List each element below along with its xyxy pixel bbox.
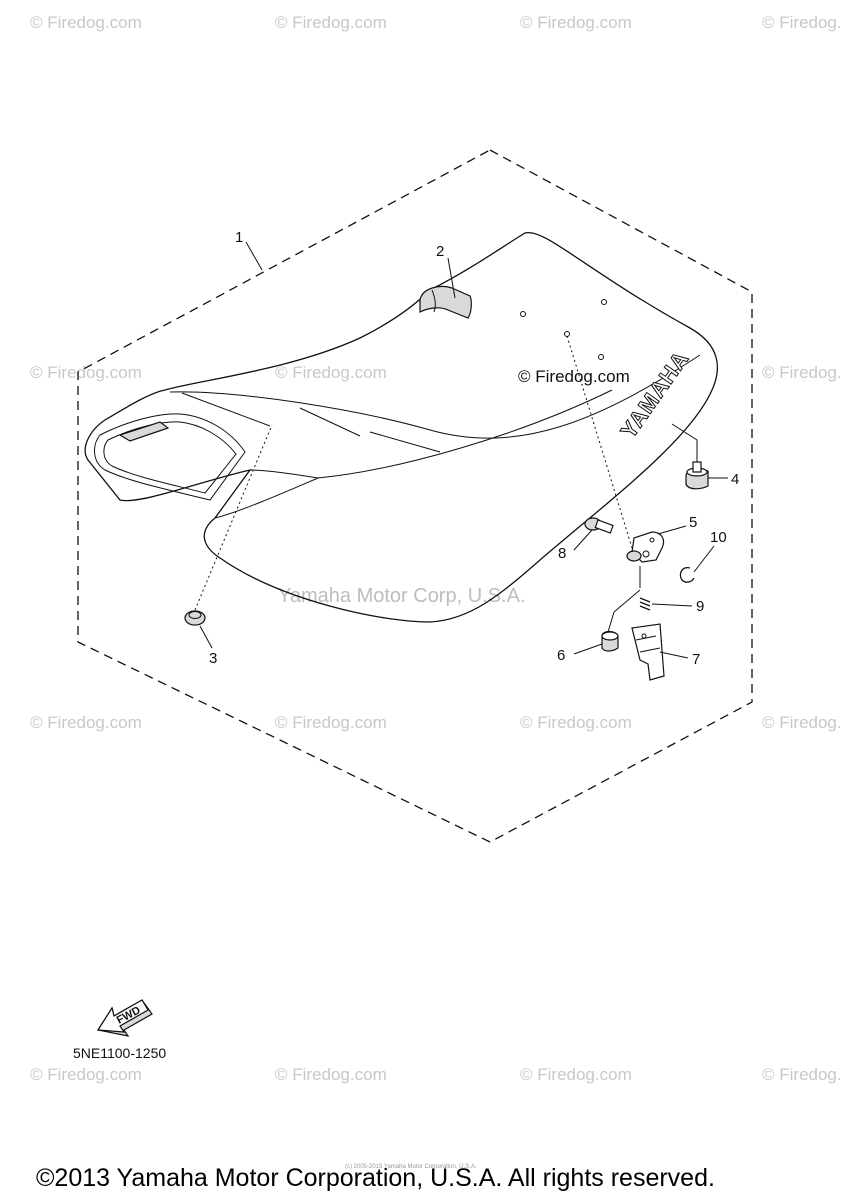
callout-6: 6 — [557, 647, 565, 664]
footer-copyright: ©2013 Yamaha Motor Corporation, U.S.A. A… — [36, 1164, 715, 1192]
watermark-firedog: © Firedog.com — [30, 13, 142, 32]
watermark-yamaha-center: Yamaha Motor Corp, U.S.A. — [278, 585, 526, 607]
callout-7: 7 — [692, 651, 700, 668]
watermark-firedog: © Firedog.com — [762, 363, 842, 382]
watermark-firedog: © Firedog.com — [275, 363, 387, 382]
callout-numbers: 1 2 3 4 5 8 10 9 6 7 — [209, 229, 739, 668]
watermark-firedog: © Firedog.com — [762, 13, 842, 32]
callout-leaders — [199, 241, 728, 659]
callout-10: 10 — [710, 529, 727, 546]
tiny-copyright-notice: (c) 2005-2015 Yamaha Motor Corporation, … — [345, 1164, 477, 1170]
part-3-grommet — [184, 424, 273, 626]
part-9-spring — [639, 597, 651, 611]
assembly-boundary — [77, 149, 753, 843]
part-4-damper — [671, 423, 709, 490]
part-3-leader — [194, 424, 273, 611]
watermark-firedog: © Firedog.com — [520, 13, 632, 32]
fwd-arrow: FWD — [96, 999, 153, 1037]
seat-brand-logo: YAMAHA — [616, 346, 694, 443]
part-2-bracket — [419, 285, 472, 319]
callout-9: 9 — [696, 598, 704, 615]
callout-1: 1 — [235, 229, 243, 246]
part-10-clip — [679, 567, 695, 583]
callout-8: 8 — [558, 545, 566, 562]
watermark-firedog: © Firedog.com — [30, 713, 142, 732]
watermark-firedog: © Firedog.com — [275, 713, 387, 732]
seat-lock-leader — [566, 335, 633, 549]
seat-side-seam — [181, 392, 441, 453]
lock-assembly-line — [607, 566, 641, 633]
seat-assembly: YAMAHA © Firedog.com — [84, 231, 718, 623]
watermark-firedog: © Firedog.com — [762, 713, 842, 732]
seat-top-edge — [169, 354, 701, 439]
seat-rear-seam — [317, 389, 613, 479]
seat-mount-hole — [564, 331, 570, 337]
watermark-firedog: © Firedog.com — [762, 1065, 842, 1084]
part-6-cushion — [601, 630, 619, 652]
part-8-bolt — [584, 517, 614, 534]
callout-2: 2 — [436, 243, 444, 260]
seat-front-cavity — [94, 413, 246, 501]
watermark-firedog: © Firedog.com — [30, 1065, 142, 1084]
seat-front-fold — [214, 469, 319, 519]
part-7-latch — [631, 623, 665, 681]
watermark-firedog: © Firedog.com — [275, 1065, 387, 1084]
watermark-layer: © Firedog.com © Firedog.com © Firedog.co… — [30, 13, 842, 1084]
seat-mount-hole — [598, 354, 604, 360]
seat-mount-hole — [601, 299, 607, 305]
watermark-firedog: © Firedog.com — [520, 713, 632, 732]
seat-cavity-shadow — [118, 421, 170, 442]
callout-3: 3 — [209, 650, 217, 667]
diagram-part-code: 5NE1100-1250 — [73, 1045, 166, 1061]
part-4-leader — [671, 423, 698, 462]
callout-4: 4 — [731, 471, 739, 488]
part-5-collar — [626, 550, 642, 562]
part-2-bracket-shape — [419, 285, 472, 319]
callout-5: 5 — [689, 514, 697, 531]
watermark-firedog: © Firedog.com — [275, 13, 387, 32]
watermark-firedog: © Firedog.com — [520, 1065, 632, 1084]
seat-watermark-stamp: © Firedog.com — [518, 367, 630, 386]
watermark-firedog: © Firedog.com — [30, 363, 142, 382]
seat-mount-hole — [520, 311, 526, 317]
seat-front-cavity-inner — [103, 421, 237, 494]
